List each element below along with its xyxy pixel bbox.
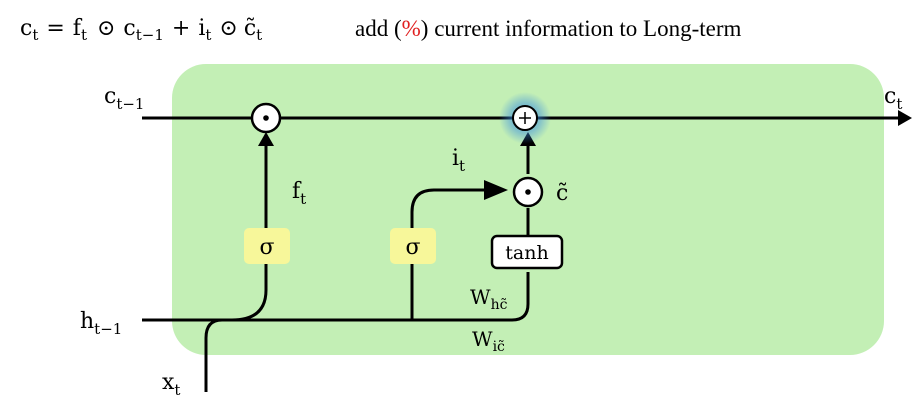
input-multiply-dot [525,189,531,195]
caption: add (%) current information to Long-term [355,16,742,41]
eq-f-sub: t [81,26,87,44]
label-h-prev: ht−1 [80,309,122,338]
equation: ct=ft⊙ct−1+it⊙c̃t [20,16,262,44]
label-c-out: ct [884,84,902,113]
label-c-prev: ct−1 [104,84,144,113]
eq-i-sub: t [205,26,211,44]
forget-multiply-dot [263,115,269,121]
eq-c-prev: c [123,16,135,41]
eq-f: f [73,16,83,41]
eq-lhs-sub: t [32,26,38,44]
forget-sigma-label: σ [259,235,274,260]
tanh-label: tanh [505,242,548,264]
label-f-gate: ft [292,179,306,208]
x-input-line [204,318,223,392]
eq-lhs: c [20,16,32,41]
cell-state-arrowhead [898,110,912,126]
label-ctilde: c̃ [556,181,568,206]
label-w-ic: Wic̃ [472,327,505,355]
label-x: xt [162,370,180,399]
caption-suffix: ) current information to Long-term [421,16,742,41]
eq-ctilde-sub: t [256,26,262,44]
label-w-hc: Whc̃ [470,285,508,313]
input-gate-upper [410,188,494,228]
eq-ctilde: c̃ [244,16,256,41]
input-sigma-block [390,228,436,264]
eq-plus: + [172,16,190,41]
forget-path-lower [231,262,268,322]
equation-text: ct=ft⊙ct−1+it⊙c̃t [20,16,262,44]
eq-odot-2: ⊙ [219,16,237,41]
forget-arrowhead [258,132,274,146]
hidden-input-line [142,272,530,322]
forget-sigma-block [244,228,290,264]
input-gate-arrowhead [484,180,508,200]
input-sigma-label: σ [405,235,420,260]
label-i-gate: it [452,146,465,175]
caption-highlight: % [402,16,421,41]
caption-prefix: add ( [355,16,402,41]
eq-c-prev-sub: t−1 [136,26,164,44]
eq-equals: = [46,16,64,41]
eq-i: i [198,16,205,41]
eq-odot-1: ⊙ [97,16,115,41]
tanh-block [490,234,564,270]
